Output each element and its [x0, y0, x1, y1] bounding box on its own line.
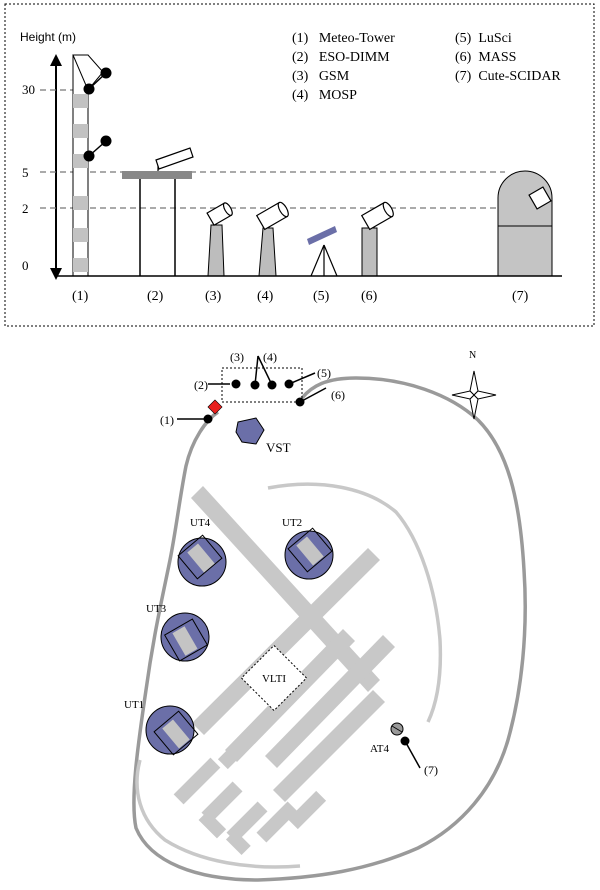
at4-label: AT4: [370, 743, 389, 755]
vst-label: VST: [266, 440, 291, 455]
ut2-dome: [160, 612, 210, 662]
legend-item-1: (1) Meteo-Tower: [292, 31, 395, 46]
cute-scidar-dome-drawing: [497, 170, 553, 277]
site-5-leader: [288, 372, 316, 385]
ut3-label: UT4: [190, 517, 211, 529]
site-4-dot: [267, 380, 277, 390]
site-2-dot: [231, 379, 241, 389]
instrument-label-1: (1): [72, 289, 89, 304]
meteo-tower-drawing: [72, 54, 112, 277]
height-tick-30: 30: [22, 82, 35, 97]
legend-item-5: (5) LuSci: [455, 31, 512, 46]
compass-rose-icon: [451, 370, 497, 420]
height-tick-5: 5: [22, 165, 29, 180]
mass-drawing: [360, 201, 394, 277]
instrument-label-6: (6): [361, 289, 378, 304]
height-panel: Height (m) 30 5 2 0 (1) Meteo-Tower (2) …: [4, 3, 595, 327]
vst-building: [235, 417, 265, 445]
eso-dimm-drawing: [122, 147, 194, 276]
inner-road-east: [267, 482, 443, 723]
instrument-label-5: (5): [313, 289, 330, 304]
site-6-dot: [295, 397, 305, 407]
site-3-dot: [250, 380, 260, 390]
site-label-4: (4): [263, 350, 277, 364]
panel-border: [4, 3, 595, 327]
meteo-tower-marker: [207, 399, 223, 415]
height-tick-0: 0: [22, 258, 29, 273]
site-1-dot: [203, 414, 213, 424]
lusci-drawing: [307, 226, 338, 277]
instrument-label-4: (4): [257, 289, 274, 304]
instrument-label-2: (2): [147, 289, 164, 304]
legend-item-6: (6) MASS: [455, 50, 516, 65]
at4-hatch: [391, 725, 403, 733]
mosp-drawing: [255, 201, 289, 277]
site-7-dot: [400, 736, 410, 746]
legend-item-4: (4) MOSP: [292, 88, 357, 103]
site-5-dot: [284, 379, 294, 389]
ut4-label: UT2: [282, 517, 302, 529]
site-label-3: (3): [230, 350, 244, 364]
legend-item-2: (2) ESO-DIMM: [292, 50, 390, 65]
ut1-dome: [145, 705, 199, 756]
site-label-7: (7): [424, 763, 438, 777]
instrument-label-3: (3): [205, 289, 222, 304]
site-6-leader: [299, 387, 327, 403]
site-label-2: (2): [194, 378, 208, 392]
vlti-box: [240, 644, 308, 712]
site-7-leader: [404, 740, 421, 769]
site-label-1: (1): [160, 413, 174, 427]
ut2-label: UT3: [146, 603, 167, 615]
ut1-label: UT1: [124, 699, 144, 711]
site-4-leader: [257, 355, 273, 386]
site-label-5: (5): [317, 366, 331, 380]
vlt-track-network: [173, 486, 395, 856]
height-axis-arrow-up: [50, 54, 62, 66]
legend-item-3: (3) GSM: [292, 69, 350, 84]
vlti-label: VLTI: [262, 673, 286, 685]
compass-north-label: N: [469, 350, 476, 361]
platform-outer-rim: [132, 376, 527, 882]
ut3-dome: [177, 534, 227, 587]
instrument-area-box: [221, 367, 303, 403]
legend-item-7: (7) Cute-SCIDAR: [455, 69, 561, 84]
inner-road-south: [135, 759, 301, 869]
site-label-6: (6): [331, 388, 345, 402]
site-map: VLTI UT4 UT2 UT3 UT1 VST: [124, 350, 527, 882]
height-tick-2: 2: [22, 201, 29, 216]
ut4-dome: [284, 527, 334, 580]
site-3-leader: [254, 355, 259, 386]
height-axis-label: Height (m): [20, 30, 76, 44]
instrument-label-7: (7): [512, 289, 529, 304]
height-axis-arrow-down: [50, 268, 62, 280]
gsm-drawing: [206, 202, 233, 277]
